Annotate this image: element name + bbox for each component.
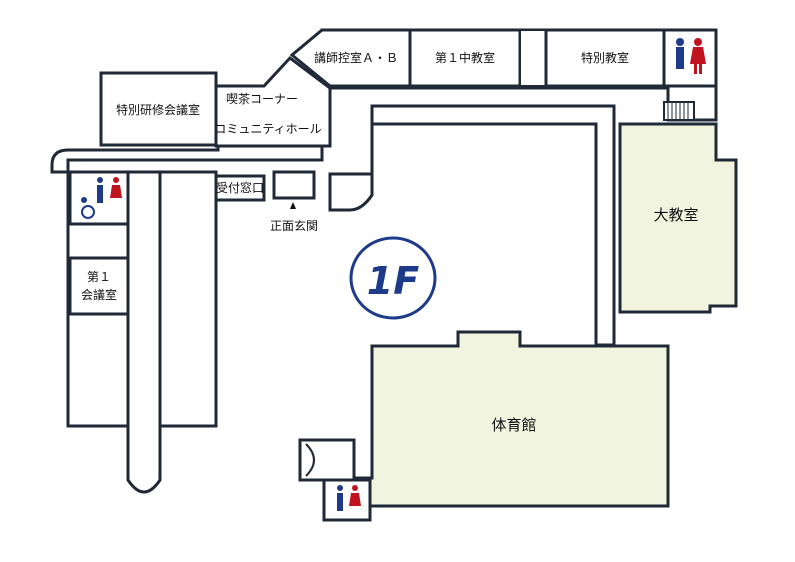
entrance-arrow-icon	[290, 202, 296, 209]
label-tea-corner: 喫茶コーナー	[226, 91, 298, 106]
restroom-icon	[97, 177, 122, 203]
left-corridor	[126, 170, 162, 494]
label-big-classroom: 大教室	[653, 206, 698, 224]
room-gymnasium	[352, 330, 670, 508]
restroom-bottom	[322, 478, 372, 522]
door-arc	[305, 443, 315, 477]
label-meeting-room-1-line1: 第１	[87, 270, 111, 284]
restroom-top-right	[662, 28, 718, 88]
restroom-icon	[337, 485, 361, 511]
label-reception: 受付窓口	[216, 180, 264, 195]
accessible-restroom-icon	[81, 197, 95, 219]
reception	[214, 174, 266, 202]
room-meeting-1	[68, 256, 130, 316]
room-big-classroom	[618, 122, 738, 314]
label-lecturer-room: 講師控室Ａ・Ｂ	[314, 50, 398, 65]
label-community-hall: コミュニティホール	[214, 122, 321, 136]
label-special-classroom: 特別教室	[581, 50, 629, 65]
label-main-entrance: 正面玄関	[270, 218, 318, 233]
room-community-hall	[214, 55, 332, 148]
entrance-hall-curve	[328, 106, 374, 212]
storage-room	[519, 29, 547, 87]
label-special-training: 特別研修会議室	[116, 102, 200, 117]
room-lecturer	[289, 28, 412, 88]
room-middle-classroom-1	[408, 28, 522, 88]
stairs-top-right	[663, 101, 695, 121]
floor-badge-text: 1F	[367, 259, 419, 303]
label-gymnasium: 体育館	[491, 416, 536, 434]
restroom-icon	[676, 38, 706, 74]
label-middle-classroom-1: 第１中教室	[435, 50, 495, 65]
room-special-training	[99, 71, 218, 147]
main-entrance-box	[272, 170, 316, 200]
left-inner-wing	[158, 170, 218, 428]
floor-badge: 1F	[349, 236, 437, 320]
label-meeting-room-1-line2: 会議室	[81, 287, 117, 302]
room-special-classroom	[544, 28, 666, 88]
